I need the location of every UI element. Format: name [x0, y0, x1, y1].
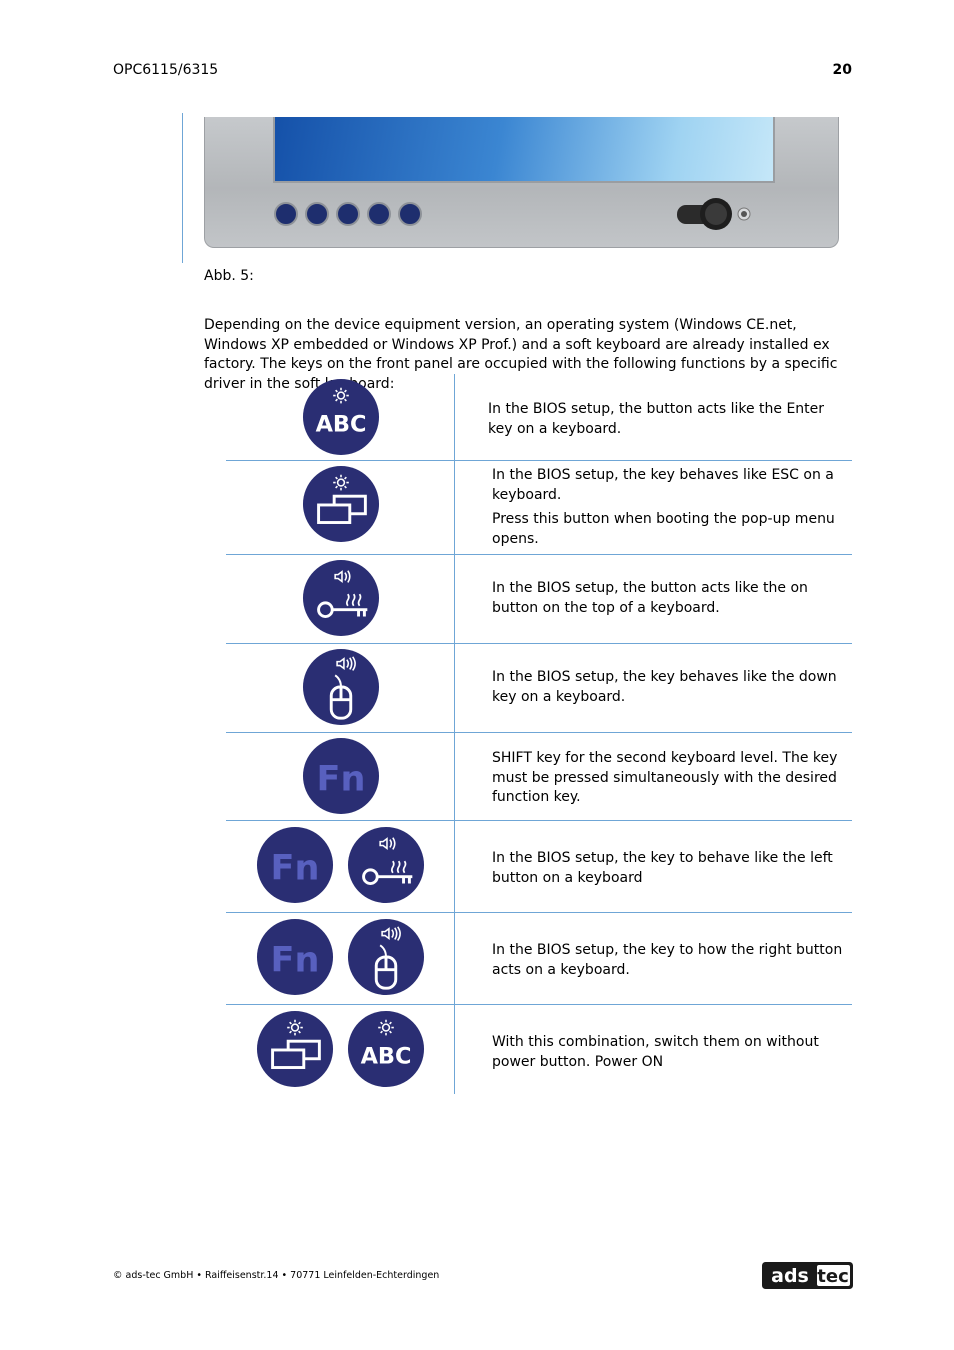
row-description: In the BIOS setup, the key behaves like …	[492, 668, 852, 707]
mouse-icon	[302, 648, 380, 726]
row-description-text: In the BIOS setup, the key behaves like …	[492, 467, 834, 503]
windows-icon	[256, 1010, 334, 1088]
key-icon	[347, 826, 425, 904]
table-row-divider	[226, 912, 852, 913]
ads-tec-logo: ads tec	[762, 1262, 853, 1289]
svg-text:ABC: ABC	[361, 1044, 412, 1070]
table-row-divider	[226, 554, 852, 555]
figure-caption: Abb. 5:	[204, 268, 254, 284]
svg-text:Fn: Fn	[271, 848, 320, 889]
svg-text:ABC: ABC	[316, 412, 367, 438]
key-icon	[302, 559, 380, 637]
svg-text:ads: ads	[771, 1265, 809, 1287]
panel-mouse-button	[367, 202, 391, 226]
svg-text:Fn: Fn	[317, 759, 366, 800]
panel-fn-button	[398, 202, 422, 226]
lock-icon	[677, 198, 751, 230]
row-description-text: SHIFT key for the second keyboard level.…	[492, 750, 838, 805]
table-row-divider	[226, 820, 852, 821]
row-description-text: In the BIOS setup, the key to how the ri…	[492, 942, 843, 978]
fn-icon: Fn	[256, 826, 334, 904]
panel-windows-button	[305, 202, 329, 226]
table-row-divider	[226, 1004, 852, 1005]
panel-screen	[273, 117, 775, 183]
row-description-text: Press this button when booting the pop-u…	[492, 511, 835, 547]
svg-text:tec: tec	[817, 1266, 848, 1287]
row-description: In the BIOS setup, the key behaves like …	[492, 466, 852, 549]
panel-key-button	[336, 202, 360, 226]
abc-icon: ABC	[347, 1010, 425, 1088]
table-row-divider	[226, 460, 852, 461]
document-id: OPC6115/6315	[113, 62, 219, 78]
row-description-text: With this combination, switch them on wi…	[492, 1034, 819, 1070]
windows-icon	[302, 465, 380, 543]
front-panel-image	[204, 117, 839, 248]
svg-text:Fn: Fn	[271, 940, 320, 981]
row-description: In the BIOS setup, the button acts like …	[492, 579, 852, 618]
row-description-text: In the BIOS setup, the button acts like …	[492, 580, 808, 616]
table-row-divider	[226, 643, 852, 644]
fn-icon: Fn	[302, 737, 380, 815]
row-description-text: In the BIOS setup, the button acts like …	[488, 401, 825, 437]
margin-change-bar	[182, 113, 183, 263]
mouse-icon	[347, 918, 425, 996]
row-description: In the BIOS setup, the button acts like …	[488, 400, 848, 439]
page-number: 20	[832, 62, 852, 78]
row-description: In the BIOS setup, the key to behave lik…	[492, 849, 852, 888]
intro-paragraph: Depending on the device equipment versio…	[204, 317, 838, 392]
footer-address: © ads-tec GmbH • Raiffeisenstr.14 • 7077…	[113, 1270, 440, 1281]
row-description: SHIFT key for the second keyboard level.…	[492, 749, 852, 808]
row-description: In the BIOS setup, the key to how the ri…	[492, 941, 852, 980]
abc-icon: ABC	[302, 378, 380, 456]
row-description: With this combination, switch them on wi…	[492, 1033, 852, 1072]
fn-icon: Fn	[256, 918, 334, 996]
row-description-text: In the BIOS setup, the key behaves like …	[492, 669, 837, 705]
table-row-divider	[226, 732, 852, 733]
panel-abc-button	[274, 202, 298, 226]
table-column-divider	[454, 374, 455, 1094]
row-description-text: In the BIOS setup, the key to behave lik…	[492, 850, 833, 886]
